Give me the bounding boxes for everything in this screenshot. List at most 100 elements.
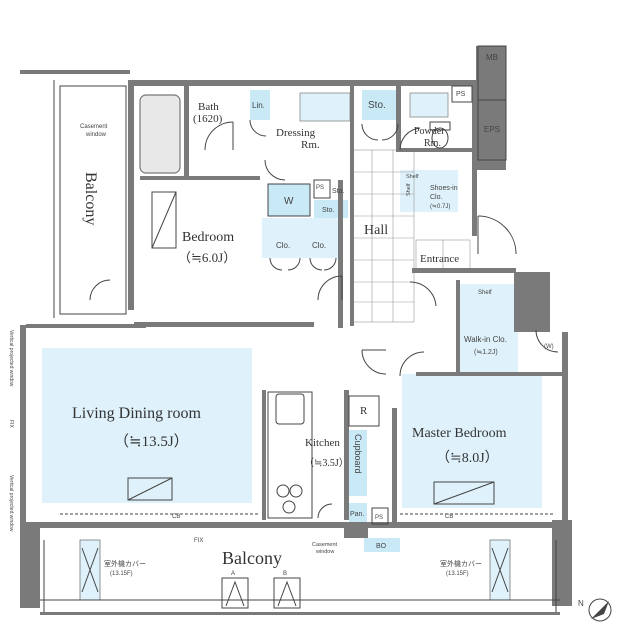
- label-fix-left: FIX: [8, 420, 14, 428]
- door-closet-2: [287, 257, 301, 271]
- label-walkin-size: (≒1.2J): [474, 349, 498, 356]
- label-shelf-c: Shelf: [478, 290, 492, 296]
- door-closet-3: [309, 257, 323, 271]
- wall-dressing-right: [396, 86, 401, 150]
- hall-tile-grid: [351, 149, 471, 323]
- label-walkin: Walk-in Clo.: [464, 335, 507, 344]
- label-casement-bottom-2: window: [315, 549, 334, 555]
- label-casement-left: Casement: [80, 124, 108, 130]
- door-closet-4: [323, 257, 337, 271]
- hatch-a: [221, 577, 249, 609]
- label-powder: Powder: [414, 126, 445, 137]
- label-lin: Lin.: [252, 101, 265, 110]
- master-bedroom-fill: [402, 374, 542, 508]
- label-shoes-size: (≒0.7J): [430, 204, 450, 210]
- label-ps-mid: PS: [316, 185, 324, 191]
- label-casement-left-2: window: [85, 132, 107, 138]
- powder-sink-fill: [409, 92, 449, 118]
- label-sto-b: Sto.: [322, 207, 335, 214]
- wall-right-top-block: [476, 46, 506, 170]
- label-shelf-b: Shelf: [406, 183, 412, 196]
- door-closet-1: [269, 257, 283, 271]
- stove-burner-2: [289, 484, 303, 498]
- door-bedroom: [317, 275, 343, 301]
- label-living: Living Dining room: [72, 405, 201, 422]
- stove-burner-3: [282, 500, 296, 514]
- label-dressing-rm: Rm.: [301, 139, 320, 151]
- label-vertical-left-top: Vertical projected window: [8, 330, 14, 387]
- wall-bath-right: [184, 86, 189, 178]
- door-kitchen-side: [317, 503, 333, 519]
- storage-top-fill: [362, 90, 398, 120]
- door-lin: [249, 119, 267, 137]
- stove-burner-1: [276, 484, 290, 498]
- label-sto-top: Sto.: [368, 100, 386, 111]
- wall-right-lower: [562, 332, 568, 528]
- wall-powder-bottom: [396, 148, 472, 152]
- label-vertical-left-bottom: Vertical projected window: [8, 475, 14, 532]
- doors: [89, 119, 559, 519]
- ps-box-bottom: [371, 507, 389, 525]
- ac-vent-right: [433, 481, 495, 505]
- kitchen-sink: [275, 393, 305, 425]
- left-balcony-outline: [59, 85, 127, 315]
- label-casement-bottom: Casement: [312, 542, 338, 548]
- ac-vent-bedroom: [151, 191, 177, 249]
- washer-space: [267, 183, 311, 217]
- wall-bottom: [40, 522, 560, 528]
- wall-bedroom-bottom: [134, 322, 314, 327]
- label-hall: Hall: [364, 223, 388, 238]
- door-walkin: [535, 329, 559, 353]
- label-shoes-in: Shoes-in: [430, 185, 458, 192]
- label-master-size: （≒8.0J）: [436, 450, 499, 466]
- compass-circle: [588, 598, 612, 622]
- wall-kitchen-right: [344, 390, 349, 520]
- door-balcony: [89, 279, 111, 301]
- bathtub-fill: [139, 94, 181, 174]
- label-cb-right: CB: [445, 514, 453, 520]
- label-ps-top: PS: [456, 91, 466, 98]
- labels: MB EPS PS Bath (1620) Lin. Dressing Rm. …: [8, 53, 554, 577]
- label-kitchen: Kitchen: [305, 437, 340, 449]
- fixtures: [40, 45, 560, 612]
- label-w: W: [284, 196, 294, 207]
- fridge-space: [348, 395, 380, 427]
- label-ps-bottom: PS: [375, 515, 383, 521]
- label-eps: EPS: [484, 125, 500, 134]
- label-shoes-clo: Clo.: [430, 194, 443, 201]
- label-sto-a: Sto.: [332, 188, 345, 195]
- label-shelf-a: Shelf: [406, 174, 419, 180]
- door-sto-b: [381, 123, 399, 141]
- room-fills: [42, 90, 542, 601]
- label-bedroom-size: （≒6.0J）: [178, 250, 236, 265]
- label-hatch-b: B: [283, 571, 287, 577]
- label-bedroom: Bedroom: [182, 230, 234, 245]
- label-dressing: Dressing: [276, 127, 316, 139]
- label-bo: BO: [376, 543, 387, 550]
- kitchen-counter: [267, 391, 313, 519]
- door-dressing: [264, 159, 286, 181]
- shoes-in-closet-fill: [400, 170, 458, 212]
- bo-fill: [364, 538, 400, 552]
- wall-balcony-rail: [40, 612, 560, 615]
- door-entrance: [477, 215, 517, 255]
- wall-entrance-bottom: [412, 268, 516, 273]
- wall-left-outer: [20, 325, 26, 525]
- label-ac-left-size: (13.15F): [110, 571, 133, 577]
- dressing-sink-fill: [299, 92, 351, 122]
- door-hall: [361, 349, 387, 375]
- wall-master-top: [416, 372, 562, 376]
- label-r: R: [360, 405, 368, 417]
- label-north: N: [578, 599, 584, 608]
- label-fix-bottom: FIX: [194, 538, 203, 544]
- wall-master-left: [392, 408, 397, 528]
- label-entrance: Entrance: [420, 253, 459, 265]
- label-master: Master Bedroom: [412, 426, 507, 441]
- wall-living-top: [26, 324, 146, 328]
- wall-walkin-left: [456, 280, 460, 376]
- label-kitchen-size: （≒3.5J）: [304, 457, 349, 469]
- label-ac-right-size: (13.15F): [446, 571, 469, 577]
- ac-vent-left: [127, 477, 173, 501]
- wall-top: [128, 80, 480, 86]
